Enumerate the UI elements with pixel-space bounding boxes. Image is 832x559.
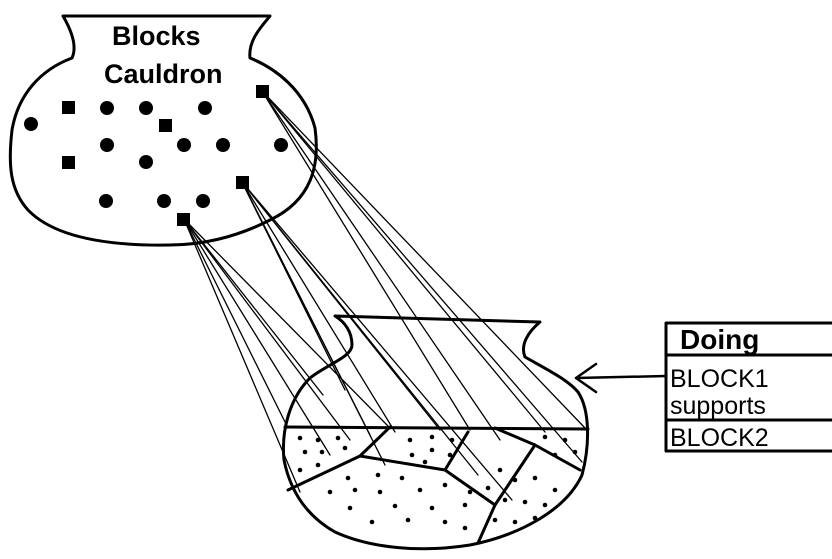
block-square xyxy=(159,119,172,132)
doing-box: Doing BLOCK1 supports BLOCK2 xyxy=(664,321,832,453)
block-circle xyxy=(216,138,230,152)
doing-box-line2: supports xyxy=(670,392,766,420)
block-circle xyxy=(24,117,38,131)
block-square xyxy=(62,156,75,169)
blocks-cauldron-outline xyxy=(8,14,318,247)
block-circle xyxy=(196,194,210,208)
partition-line xyxy=(443,430,470,472)
block-circle xyxy=(139,101,153,115)
arrow-to-cauldron xyxy=(574,362,668,394)
cauldron-label-line2: Cauldron xyxy=(104,59,223,89)
block-circle xyxy=(198,101,212,115)
liquid-surface-line xyxy=(283,425,590,431)
block-circle xyxy=(177,138,191,152)
doing-box-title: Doing xyxy=(680,324,759,355)
block-circle xyxy=(100,138,114,152)
partition-line xyxy=(358,454,497,507)
partition-line xyxy=(533,443,582,472)
block-circle xyxy=(100,101,114,115)
block-circle xyxy=(99,194,113,208)
blocks-cauldron: Blocks Cauldron xyxy=(8,14,318,247)
lower-cauldron-outline xyxy=(281,314,590,551)
doing-box-line3: BLOCK2 xyxy=(670,424,769,452)
doing-box-frame xyxy=(664,321,832,453)
partition-line xyxy=(493,426,537,447)
partition-line xyxy=(476,503,497,545)
block-circle xyxy=(157,194,171,208)
partition-line xyxy=(493,443,537,507)
block-circle xyxy=(139,155,153,169)
block-square xyxy=(62,101,75,114)
cauldron-label-line1: Blocks xyxy=(112,21,201,51)
block-circle xyxy=(274,138,288,152)
lower-cauldron xyxy=(281,314,590,551)
liquid-dots xyxy=(297,434,578,531)
connection-lines xyxy=(183,90,586,501)
doing-box-line1: BLOCK1 xyxy=(670,365,769,393)
